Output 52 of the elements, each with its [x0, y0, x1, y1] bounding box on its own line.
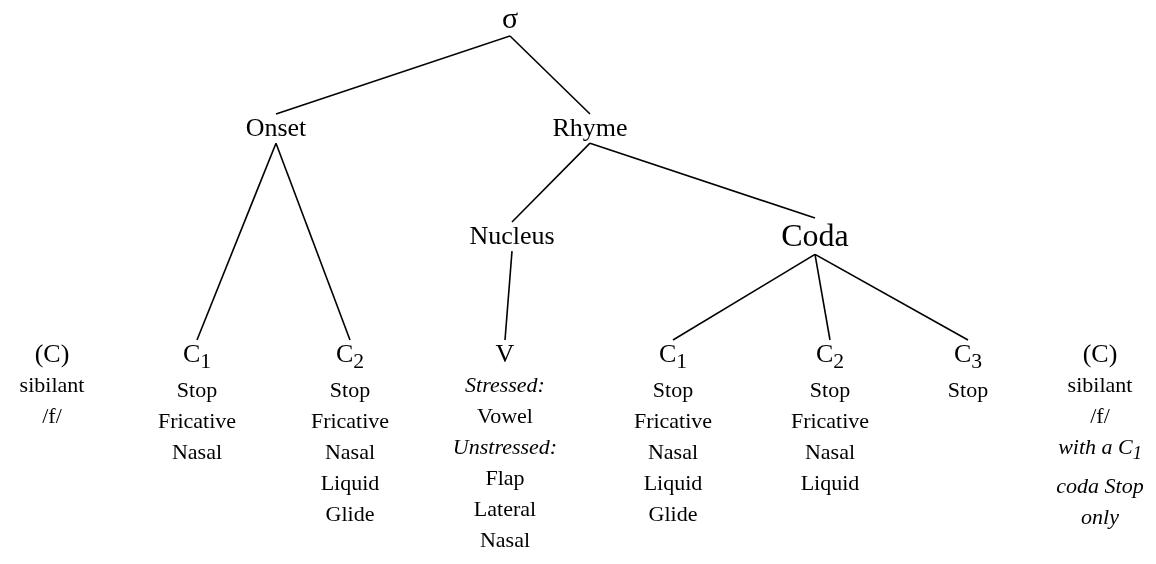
tree-node-label: Nucleus [469, 220, 555, 252]
segment-feature: Nasal [324, 438, 376, 467]
segment-symbol: (C) [34, 338, 70, 370]
segment-feature: Fricative [157, 407, 237, 436]
segment-symbol: V [495, 338, 515, 370]
segment-feature: Stop [809, 376, 851, 405]
segment-feature: /f/ [42, 402, 62, 431]
segment-feature: Nasal [171, 438, 223, 467]
segment-feature: Stop [947, 376, 989, 405]
segment-feature: sibilant [19, 371, 85, 400]
segment-feature: Liquid [800, 469, 860, 498]
tree-node-label: Rhyme [552, 112, 628, 144]
tree-branch-line [509, 35, 591, 115]
segment-feature: Stop [176, 376, 218, 405]
tree-node-label: σ [501, 0, 519, 36]
segment-symbol: C$_{3}$ [953, 338, 983, 375]
segment-feature: Glide [648, 500, 698, 529]
tree-branch-line [672, 253, 816, 341]
segment-feature: Liquid [643, 469, 703, 498]
segment-feature: Fricative [633, 407, 713, 436]
segment-feature: Stressed: [465, 371, 545, 400]
tree-node-label: Onset [245, 112, 307, 144]
tree-branch-line [196, 142, 277, 341]
segment-feature: /f/ [1090, 402, 1110, 431]
segment-feature: with a C$_{1}$ coda Stop only [1055, 433, 1145, 531]
segment-feature: Unstressed: [452, 433, 558, 462]
segment-symbol: C$_{2}$ [335, 338, 365, 375]
tree-branch-line [275, 142, 351, 341]
segment-feature: Nasal [804, 438, 856, 467]
tree-branch-line [814, 253, 969, 341]
tree-node-label: Coda [781, 216, 849, 255]
segment-feature: Stop [652, 376, 694, 405]
segment-symbol: C$_{1}$ [182, 338, 212, 375]
segment-feature: Nasal [647, 438, 699, 467]
segment-feature: Lateral [473, 495, 537, 524]
tree-branch-line [814, 253, 831, 341]
segment-feature: Vowel [477, 402, 533, 431]
segment-feature: Liquid [320, 469, 380, 498]
segment-feature: Stop [329, 376, 371, 405]
tree-branch-line [275, 35, 511, 115]
segment-feature: Nasal [479, 526, 531, 555]
segment-feature: Flap [485, 464, 525, 493]
tree-branch-line [504, 250, 513, 341]
segment-feature: Glide [325, 500, 375, 529]
segment-feature: Fricative [310, 407, 390, 436]
segment-symbol: C$_{1}$ [658, 338, 688, 375]
segment-symbol: C$_{2}$ [815, 338, 845, 375]
tree-branch-line [589, 142, 816, 219]
segment-symbol: (C) [1082, 338, 1118, 370]
segment-feature: Fricative [790, 407, 870, 436]
segment-feature: sibilant [1067, 371, 1133, 400]
tree-branch-line [511, 142, 591, 223]
